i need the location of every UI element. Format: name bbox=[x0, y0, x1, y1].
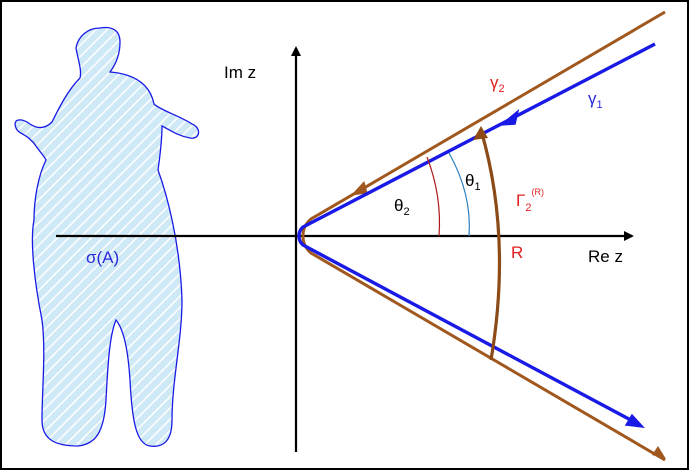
gamma1-arrow-lower bbox=[624, 413, 645, 428]
theta2-arc bbox=[426, 156, 441, 237]
gamma1-contour bbox=[297, 42, 656, 427]
gamma2-arrow-lower bbox=[652, 446, 666, 459]
theta2-label: θ2 bbox=[394, 196, 410, 218]
re-z-label: Re z bbox=[588, 247, 623, 266]
theta1-arc bbox=[448, 152, 470, 237]
radius-label: R bbox=[511, 243, 523, 262]
theta1-label: θ1 bbox=[465, 171, 481, 193]
im-z-label: Im z bbox=[224, 63, 256, 82]
big-gamma-label: Γ2(R) bbox=[516, 187, 544, 214]
gamma2-r-arc bbox=[479, 129, 502, 361]
gamma1-arrow-upper bbox=[498, 109, 520, 126]
gamma2-arrow-upper bbox=[350, 180, 368, 196]
gamma2-r-arc-arrow bbox=[473, 126, 488, 140]
sigma-a-label: σ(A) bbox=[86, 248, 119, 267]
gamma1-label: γ1 bbox=[588, 89, 603, 111]
gamma2-label: γ2 bbox=[490, 73, 505, 95]
gamma2-contour bbox=[301, 10, 666, 462]
